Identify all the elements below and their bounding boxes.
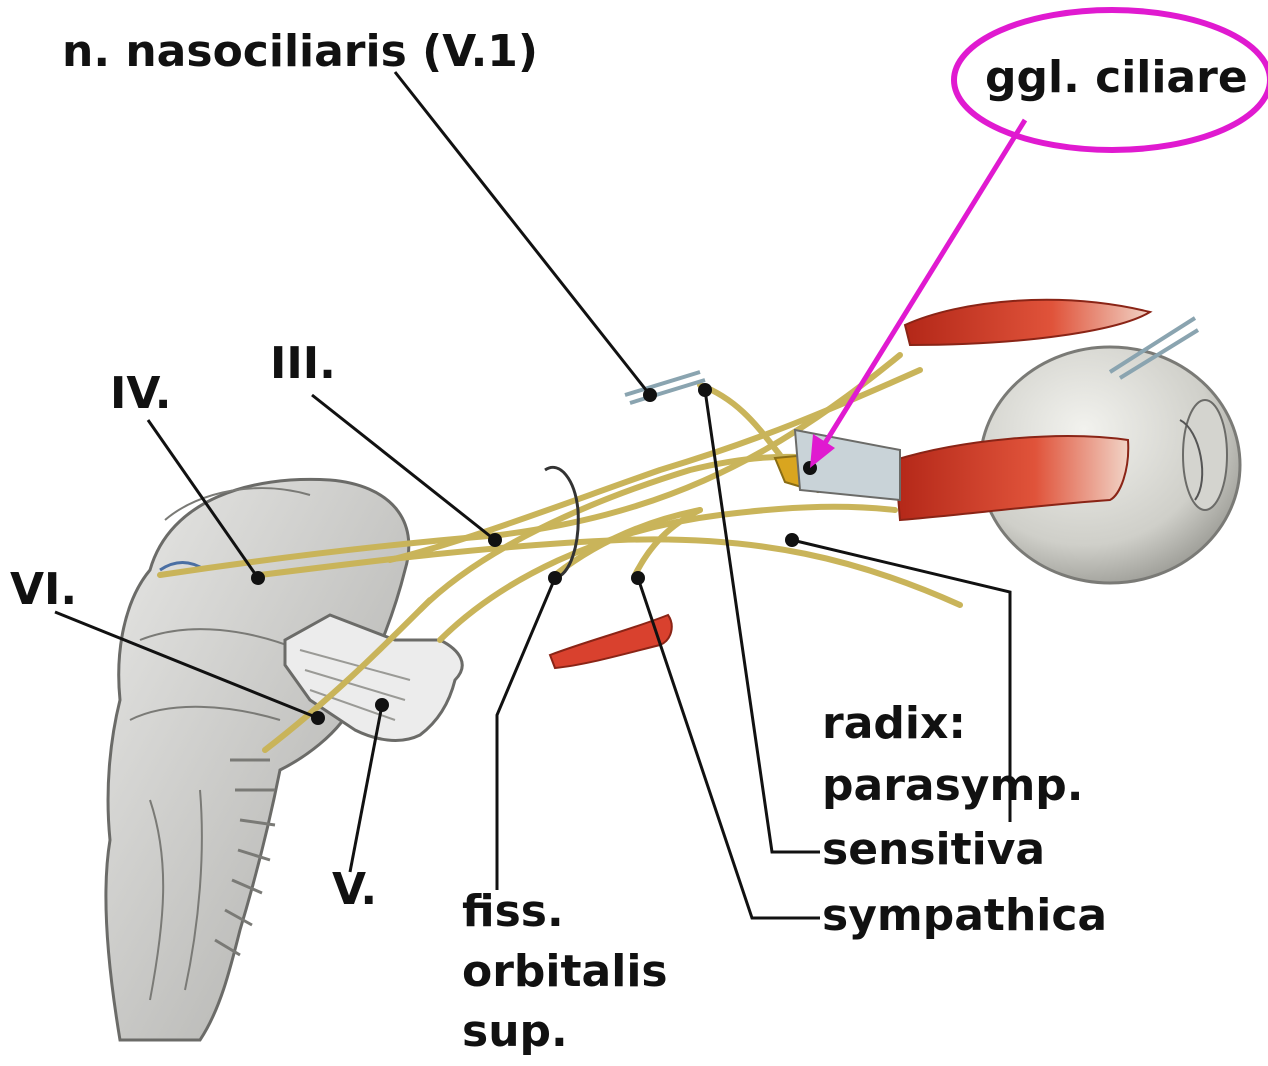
superior-rectus-muscle: [905, 300, 1150, 345]
label-v: V.: [332, 866, 377, 914]
label-fiss-line-1: fiss.: [462, 888, 564, 936]
label-ciliary-ganglion: ggl. ciliare: [985, 54, 1248, 102]
label-nasociliaris: n. nasociliaris (V.1): [62, 28, 538, 76]
label-iv: IV.: [110, 370, 171, 418]
label-iii: III.: [270, 340, 336, 388]
label-fiss-line-3: sup.: [462, 1008, 568, 1056]
label-sensitiva: sensitiva: [822, 826, 1045, 874]
label-sympathica: sympathica: [822, 892, 1107, 940]
label-radix: radix:: [822, 700, 966, 748]
highlight-arrow-line: [822, 120, 1025, 448]
label-vi: VI.: [10, 566, 77, 614]
label-parasymp: parasymp.: [822, 762, 1084, 810]
label-fiss-line-2: orbitalis: [462, 948, 668, 996]
